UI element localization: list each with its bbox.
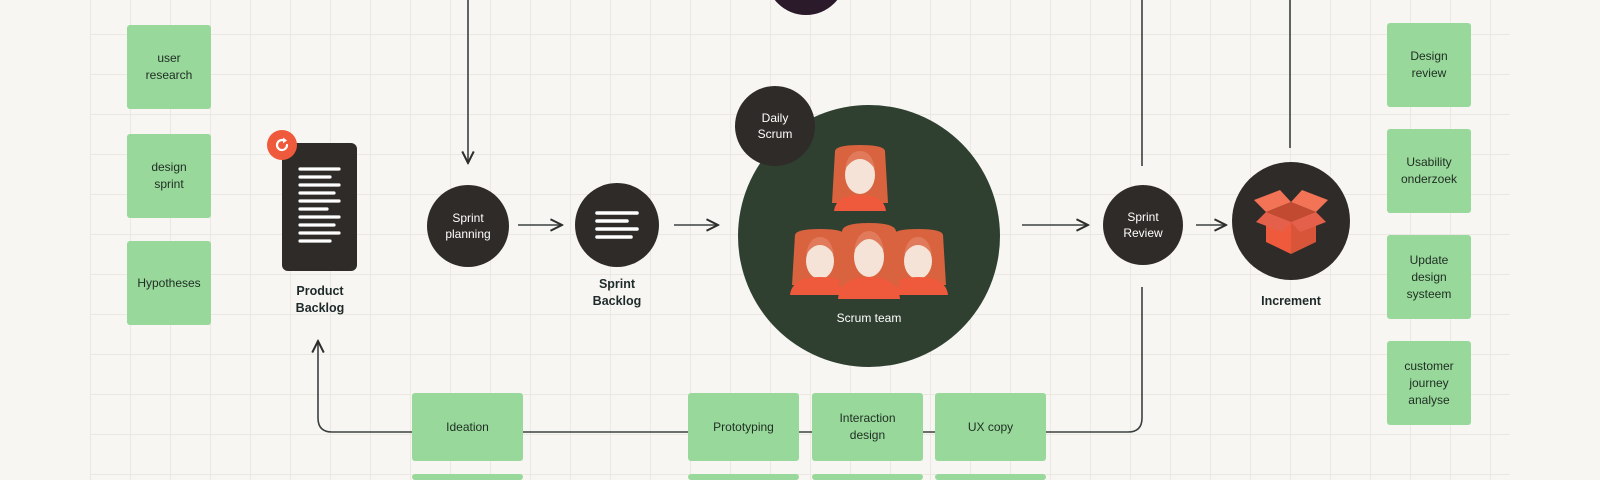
increment-label: Increment: [1261, 294, 1321, 308]
increment-node: [1232, 162, 1350, 280]
team-member-left: [790, 229, 850, 295]
sprint-planning-node: Sprint planning: [427, 185, 509, 267]
note-design-review: Design review: [1387, 23, 1471, 107]
note-partial-1: [412, 474, 523, 480]
document-lines-icon: [298, 167, 341, 243]
team-members-icon: [790, 145, 948, 299]
note-partial-3: [812, 474, 923, 480]
list-lines-icon: [595, 211, 639, 239]
note-design-sprint: design sprint: [127, 134, 211, 218]
note-hypotheses: Hypotheses: [127, 241, 211, 325]
note-ux-copy: UX copy: [935, 393, 1046, 461]
team-member-center: [838, 223, 900, 299]
product-backlog-document: [282, 143, 357, 271]
note-prototyping: Prototyping: [688, 393, 799, 461]
note-usability-onderzoek: Usability onderzoek: [1387, 129, 1471, 213]
daily-scrum-node: Daily Scrum: [735, 86, 815, 166]
product-backlog-label: Product Backlog: [295, 284, 345, 315]
note-user-research: user research: [127, 25, 211, 109]
refresh-icon: [267, 130, 297, 160]
note-ideation: Ideation: [412, 393, 523, 461]
top-partial-circle: [774, 0, 838, 15]
open-box-icon: [1254, 190, 1328, 254]
note-customer-journey-analyse: customer journey analyse: [1387, 341, 1471, 425]
team-member-top: [832, 145, 888, 211]
note-update-design-systeem: Update design systeem: [1387, 235, 1471, 319]
sprint-review-node: Sprint Review: [1103, 185, 1183, 265]
scrum-team-label: Scrum team: [836, 311, 902, 325]
note-interaction-design: Interaction design: [812, 393, 923, 461]
note-partial-2: [688, 474, 799, 480]
sprint-backlog-label: Sprint Backlog: [592, 277, 642, 308]
note-partial-4: [935, 474, 1046, 480]
sprint-backlog-node: [575, 183, 659, 267]
team-member-right: [888, 229, 948, 295]
